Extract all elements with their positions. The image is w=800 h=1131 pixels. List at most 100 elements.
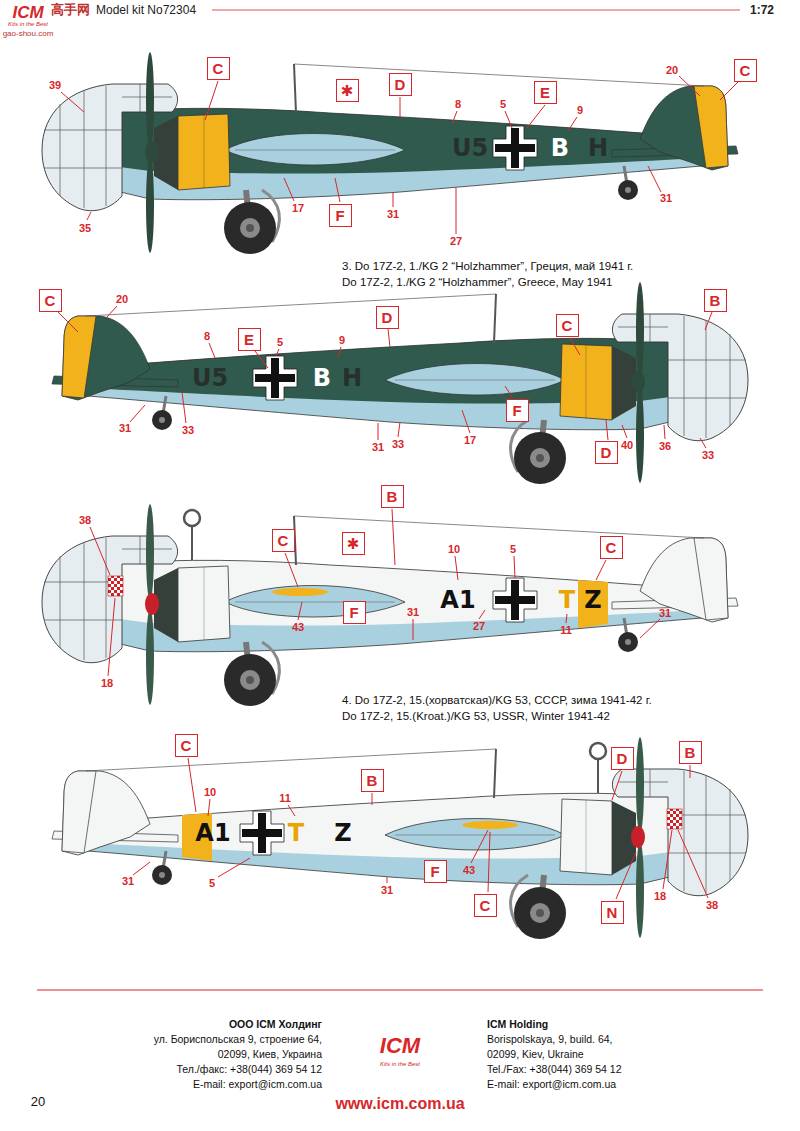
footer-text: Тел./факс: +38(044) 369 54 12 [176, 1064, 322, 1075]
callout-letter: D [382, 310, 393, 325]
callout-letter: F [349, 605, 358, 620]
callout-box: C [474, 894, 497, 917]
aircraft-code: A1 [440, 588, 475, 612]
aircraft-code: H [342, 366, 362, 390]
callout-number: 33 [392, 439, 404, 450]
leader-line [58, 306, 712, 448]
callout-box: ✱ [336, 79, 359, 102]
callout-number: 38 [706, 900, 718, 911]
aircraft-code: U5 [452, 136, 488, 160]
leader-line [133, 758, 708, 899]
aircraft-code: Z [334, 821, 351, 845]
callout-box: D [389, 73, 412, 96]
callout-box: D [376, 306, 399, 329]
aircraft-code: T [559, 588, 575, 612]
callout-box: B [704, 289, 727, 312]
callout-box: C [39, 289, 62, 312]
page-number: 20 [31, 1095, 45, 1108]
callout-letter: C [562, 318, 573, 333]
caption: 4. Do 17Z-2, 15.(хорватская)/KG 53, СССР… [342, 695, 652, 707]
footer-text: E-mail: export@icm.com.ua [487, 1079, 616, 1090]
callout-letter: C [740, 63, 751, 78]
callout-letter: N [607, 905, 618, 920]
callout-number: 17 [464, 435, 476, 446]
callout-box: B [361, 769, 384, 792]
callout-box: E [238, 328, 261, 351]
callout-number: 18 [654, 891, 666, 902]
leader-line [61, 76, 738, 234]
callout-box: F [506, 399, 529, 422]
callout-number: 38 [79, 515, 91, 526]
footer-text: ул. Бориспольская 9, строение 64, [154, 1034, 322, 1045]
callout-number: 27 [450, 236, 462, 247]
callout-number: 18 [101, 678, 113, 689]
callout-number: 17 [292, 203, 304, 214]
logo-text: Kits in the Best [380, 1061, 420, 1067]
callout-number: 31 [407, 607, 419, 618]
callout-number: 43 [292, 622, 304, 633]
callout-letter: B [387, 489, 398, 504]
callout-number: 31 [381, 885, 393, 896]
watermark: 高手网 [51, 3, 90, 16]
callout-number: 10 [204, 787, 216, 798]
aircraft-code: T [288, 821, 304, 845]
callout-box: ✱ [342, 532, 365, 555]
callout-box: B [381, 485, 404, 508]
callout-number: 10 [448, 544, 460, 555]
aircraft-code: Z [584, 588, 601, 612]
aircraft-code: B [551, 136, 569, 160]
footer-text: ICM Holding [487, 1019, 548, 1030]
callout-number: 5 [510, 544, 516, 555]
callout-letter: B [710, 293, 721, 308]
callout-number: 39 [49, 80, 61, 91]
callout-number: 9 [577, 105, 583, 116]
footer-text: Borispolskaya, 9, build. 64, [487, 1034, 613, 1045]
balkenkreuz [253, 356, 297, 400]
callout-letter: D [395, 77, 406, 92]
callout-box: C [734, 59, 757, 82]
callout-letter: E [244, 332, 254, 347]
callout-letter: C [45, 293, 56, 308]
title: Model kit No72304 [96, 4, 196, 16]
footer-text: 02099, Kiev, Ukraine [487, 1049, 584, 1060]
aircraft-code: A1 [195, 821, 230, 845]
callout-box: F [343, 601, 366, 624]
callout-number: 20 [666, 65, 678, 76]
logo-text: ICM [12, 4, 43, 21]
callout-box: F [424, 860, 447, 883]
caption: 3. Do 17Z-2, 1./KG 2 “Holzhammer”, Греци… [342, 261, 633, 273]
callout-box: C [207, 57, 230, 80]
aircraft-profile [42, 52, 738, 254]
callout-number: 20 [116, 294, 128, 305]
callout-number: 43 [463, 865, 475, 876]
callout-number: 9 [339, 335, 345, 346]
callout-letter: F [335, 208, 344, 223]
callout-number: 5 [209, 878, 215, 889]
balkenkreuz [493, 578, 537, 622]
callout-box: F [329, 204, 352, 227]
callout-letter: F [512, 403, 521, 418]
callout-number: 33 [182, 425, 194, 436]
callout-number: 31 [122, 876, 134, 887]
balkenkreuz [240, 811, 284, 855]
callout-letter: D [601, 445, 612, 460]
header-rule [212, 10, 740, 11]
callout-letter: ✱ [341, 83, 354, 98]
callout-letter: B [685, 745, 696, 760]
leader-line [90, 509, 660, 676]
aircraft-profile [52, 282, 748, 484]
callout-number: 31 [659, 608, 671, 619]
callout-box: N [601, 901, 624, 924]
aircraft-profile [42, 504, 738, 706]
footer-text: Tel./Fax: +38(044) 369 54 12 [487, 1064, 622, 1075]
callout-number: 31 [387, 209, 399, 220]
callout-number: 5 [500, 99, 506, 110]
callout-letter: D [617, 751, 628, 766]
footer-text: ООО ICM Холдинг [229, 1019, 322, 1030]
callout-box: C [272, 529, 295, 552]
footer-text: 02099, Киев, Украина [218, 1049, 322, 1060]
aircraft-code: H [588, 136, 608, 160]
callout-number: 40 [621, 440, 633, 451]
caption: Do 17Z-2, 15.(Kroat.)/KG 53, USSR, Winte… [342, 711, 610, 723]
